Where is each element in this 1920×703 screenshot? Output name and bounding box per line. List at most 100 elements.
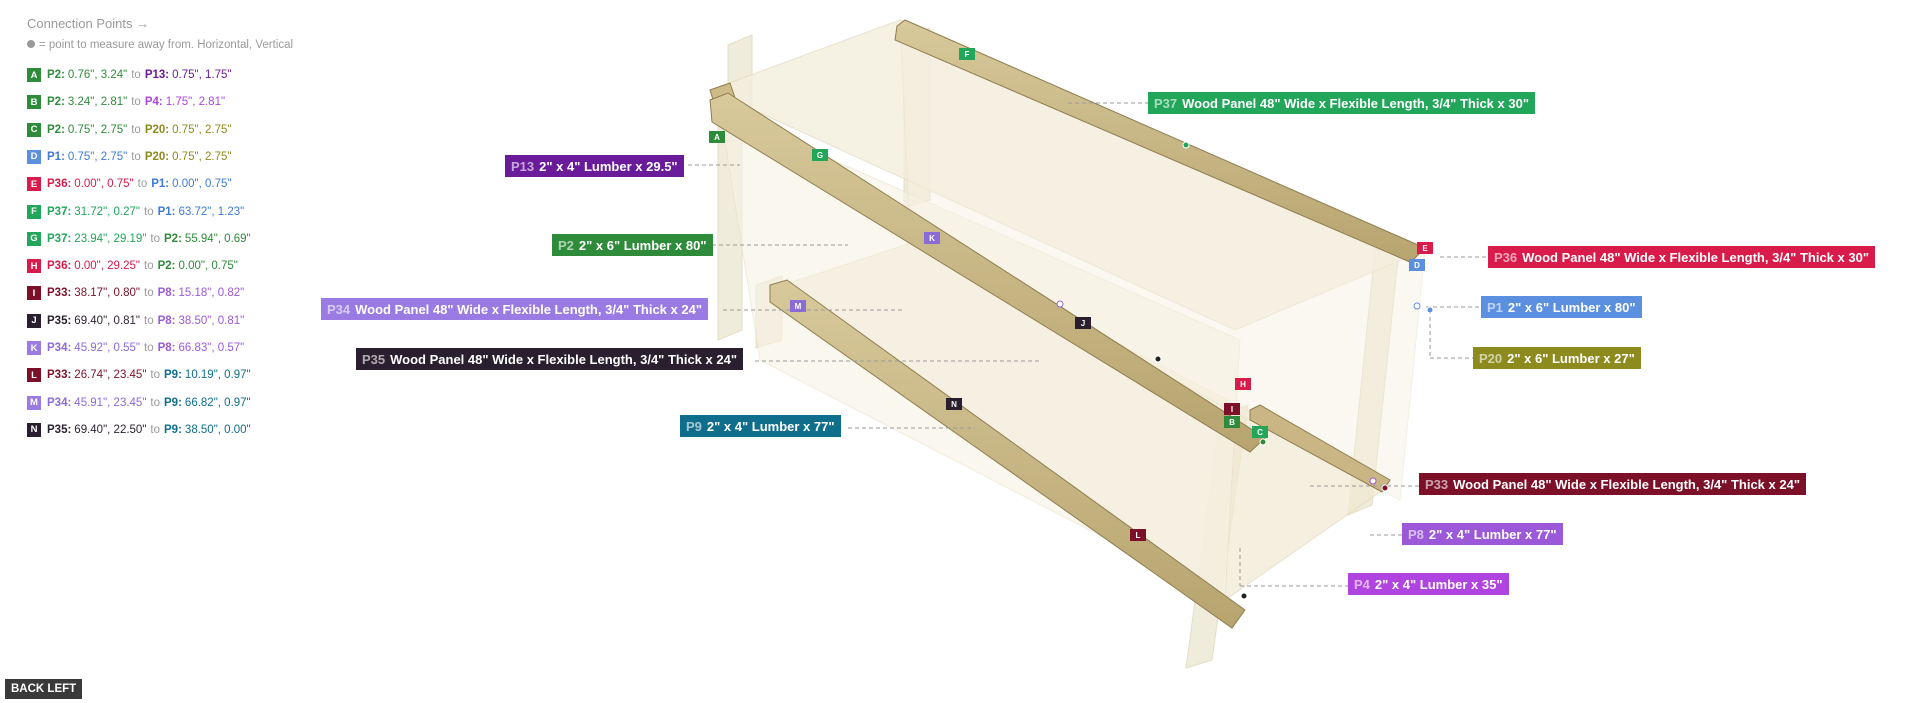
connection-value-b: 15.18", 0.82": [178, 287, 245, 300]
connection-value-a: 69.40", 22.50": [74, 423, 147, 436]
legend-title[interactable]: Connection Points →: [27, 16, 150, 31]
marker-k[interactable]: K: [924, 232, 940, 244]
marker-f[interactable]: F: [959, 48, 975, 60]
connection-part-a: P33:: [47, 369, 72, 382]
connection-to: to: [150, 396, 161, 409]
connection-to: to: [150, 369, 161, 382]
marker-i[interactable]: I: [1224, 403, 1240, 415]
connection-value-a: 38.17", 0.80": [74, 287, 141, 300]
connection-part-b: P13:: [144, 69, 170, 81]
connection-part-a: P1:: [47, 150, 65, 163]
connection-part-b: P4:: [144, 96, 163, 109]
connection-value-a: 0.75", 2.75": [67, 123, 128, 136]
connection-letter-badge: G: [27, 231, 41, 246]
connection-letter-badge: B: [27, 95, 41, 110]
connection-to: to: [150, 423, 161, 436]
connection-letter-badge: I: [27, 286, 41, 301]
connection-value-b: 0.00", 0.75": [178, 260, 238, 273]
connection-letter-badge: L: [27, 368, 41, 383]
connection-value-a: 23.94", 29.19": [74, 232, 147, 245]
connection-part-b: P1:: [157, 205, 176, 218]
connection-to: to: [131, 123, 141, 136]
connection-part-a: P36:: [47, 178, 72, 191]
connection-part-b: P8:: [157, 314, 176, 327]
marker-c[interactable]: C: [1252, 426, 1268, 438]
connection-value-a: 0.00", 0.75": [74, 178, 134, 191]
connection-part-a: P37:: [47, 232, 72, 245]
connection-letter-badge: F: [27, 204, 41, 219]
panels: [708, 19, 1427, 601]
marker-m[interactable]: M: [790, 300, 806, 312]
connection-part-a: P2:: [47, 123, 65, 136]
connection-dots: [1056, 141, 1434, 600]
legend-subtitle: = point to measure away from. Horizontal…: [27, 39, 293, 51]
connection-value-a: 0.76", 3.24": [67, 69, 128, 81]
connection-letter-badge: H: [27, 259, 41, 274]
marker-j[interactable]: J: [1075, 317, 1091, 329]
connection-letter-badge: A: [27, 68, 41, 82]
connection-to: to: [137, 178, 148, 191]
connection-part-a: P36:: [47, 260, 72, 273]
connection-to: to: [150, 232, 161, 245]
marker-n[interactable]: N: [946, 398, 962, 410]
connection-part-a: P34:: [47, 342, 72, 354]
connection-to: to: [144, 314, 154, 327]
marker-h[interactable]: H: [1235, 378, 1251, 390]
connection-value-b: 0.75", 2.75": [172, 150, 232, 163]
boards: [709, 19, 1426, 629]
marker-b[interactable]: B: [1224, 416, 1240, 428]
marker-e[interactable]: E: [1417, 242, 1433, 254]
view-back-left-button[interactable]: BACK LEFT: [5, 679, 83, 699]
connection-to: to: [131, 96, 141, 109]
point-dot-icon: [27, 40, 35, 48]
connection-to: to: [144, 342, 154, 354]
connection-value-b: 0.75", 2.75": [172, 123, 232, 136]
connection-part-a: P2:: [47, 69, 65, 81]
connection-to: to: [144, 205, 154, 218]
marker-d[interactable]: D: [1409, 259, 1425, 271]
marker-g[interactable]: G: [812, 149, 828, 161]
connection-part-b: P2:: [164, 232, 182, 245]
marker-a[interactable]: A: [709, 131, 725, 143]
connection-letter-badge: M: [27, 395, 41, 410]
connection-value-b: 66.82", 0.97": [184, 396, 251, 409]
connection-part-a: P34:: [47, 396, 72, 409]
connection-to: to: [131, 150, 141, 163]
connection-letter-badge: D: [27, 149, 41, 164]
marker-l[interactable]: L: [1130, 529, 1146, 541]
connection-value-b: 0.75", 1.75": [172, 69, 232, 81]
connection-part-b: P9:: [164, 423, 182, 436]
connection-value-a: 26.74", 23.45": [74, 369, 147, 382]
connection-value-b: 63.72", 1.23": [178, 205, 245, 218]
connection-part-a: P37:: [47, 205, 72, 218]
connection-value-a: 0.00", 29.25": [74, 260, 141, 273]
legend-subtitle-text: = point to measure away from. Horizontal…: [39, 39, 294, 51]
